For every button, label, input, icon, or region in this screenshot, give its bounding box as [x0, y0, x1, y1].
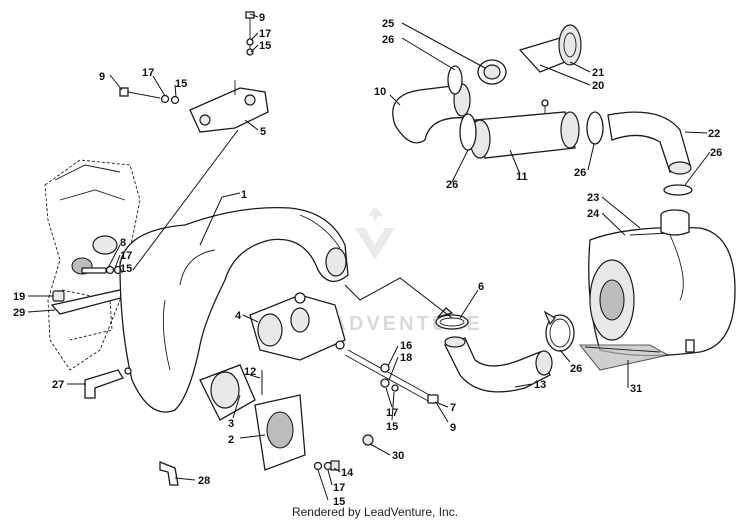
callout-17: 17	[386, 407, 398, 419]
callout-6: 6	[478, 281, 484, 293]
callout-17: 17	[333, 482, 345, 494]
callout-27: 27	[52, 379, 64, 391]
render-credit: Rendered by LeadVenture, Inc.	[291, 505, 459, 519]
callout-14: 14	[341, 467, 354, 479]
bracket-29	[50, 289, 130, 315]
bolt-9-vertical	[245, 11, 255, 56]
callout-18: 18	[400, 352, 412, 364]
callout-28: 28	[198, 475, 210, 487]
callout-4: 4	[235, 310, 242, 322]
callout-17: 17	[259, 28, 271, 40]
callout-30: 30	[392, 450, 404, 462]
callout-9: 9	[259, 12, 265, 24]
elbow-27	[84, 367, 132, 399]
expansion-chamber-1	[119, 206, 349, 413]
callout-3: 3	[228, 418, 234, 430]
clamp-6	[435, 307, 469, 330]
clamp-26-upper-left	[459, 113, 477, 151]
watermark-text: LEADVENTURE	[300, 313, 483, 335]
callout-26: 26	[382, 34, 394, 46]
callout-8: 8	[120, 237, 126, 249]
watermark-logo	[355, 208, 395, 260]
callout-26: 26	[574, 167, 586, 179]
callout-1: 1	[241, 189, 247, 201]
spring-hook	[685, 339, 695, 353]
elbow-pipe-13	[444, 336, 553, 393]
callout-23: 23	[587, 192, 599, 204]
callout-5: 5	[260, 126, 266, 138]
callout-15: 15	[120, 263, 132, 275]
clamp-26-muffler	[663, 184, 693, 196]
callout-16: 16	[400, 340, 412, 352]
callout-labels: 9 17 15 9 17 15 5 1 8 17 15 19 29 27 4 1…	[13, 12, 722, 508]
callout-26: 26	[446, 179, 458, 191]
callout-15: 15	[333, 496, 345, 508]
header-pipe-2	[199, 364, 306, 471]
bolt-9-horizontal	[119, 87, 180, 105]
callout-15: 15	[386, 421, 398, 433]
callout-29: 29	[13, 307, 25, 319]
nuts-14-17-15	[313, 460, 340, 471]
callout-17: 17	[142, 67, 154, 79]
callout-21: 21	[592, 67, 604, 79]
mount-bracket-5	[189, 80, 269, 133]
callout-15: 15	[175, 78, 187, 90]
callout-20: 20	[592, 80, 604, 92]
heat-shield-31	[578, 344, 670, 371]
clamp-26-lower	[543, 310, 575, 352]
callout-31: 31	[630, 383, 642, 395]
callout-13: 13	[534, 379, 546, 391]
elbow-28	[159, 461, 179, 486]
callout-15: 15	[259, 40, 271, 52]
callout-9: 9	[99, 71, 105, 83]
callout-12: 12	[244, 366, 256, 378]
clamp-26-upper-right	[586, 111, 604, 145]
clamp-26-top	[447, 65, 463, 95]
callout-19: 19	[13, 291, 25, 303]
tail-pipe-22	[607, 111, 692, 175]
callout-25: 25	[382, 18, 394, 30]
callout-11: 11	[516, 171, 528, 183]
callout-2: 2	[228, 434, 234, 446]
exhaust-manifold-4	[249, 292, 346, 361]
nut-30	[362, 434, 374, 446]
leader-lines	[27, 13, 711, 501]
callout-22: 22	[708, 128, 720, 140]
coupler-20-21	[477, 24, 582, 85]
silencer-11	[469, 99, 580, 159]
callout-24: 24	[587, 208, 600, 220]
callout-10: 10	[374, 86, 386, 98]
callout-26: 26	[570, 363, 582, 375]
callout-17: 17	[120, 250, 132, 262]
callout-26: 26	[710, 147, 722, 159]
callout-7: 7	[450, 402, 456, 414]
bolt-7	[344, 349, 439, 404]
muffler-23	[588, 209, 736, 357]
callout-9: 9	[450, 422, 456, 434]
